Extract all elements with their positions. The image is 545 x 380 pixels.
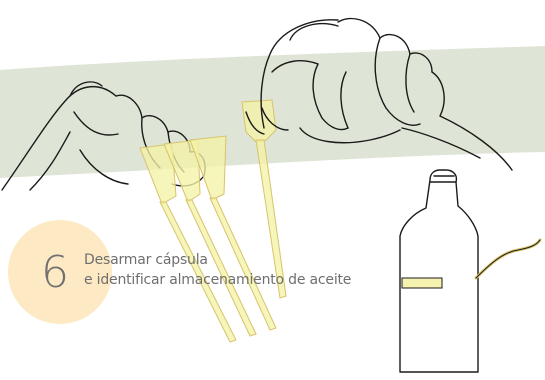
step-line-1: Desarmar cápsula: [84, 252, 208, 268]
step-circle: [8, 220, 112, 324]
right-hand: [245, 17, 513, 171]
capsule-piece: [163, 139, 257, 337]
capsule-piece: [189, 135, 277, 331]
capsule-piece: [139, 143, 237, 343]
oil-bottle: [399, 169, 479, 373]
step-description: Desarmar cápsula e identificar almacenam…: [84, 250, 351, 290]
oil-label-strip: [401, 277, 443, 289]
step-number: 6: [41, 247, 69, 298]
oil-tube: [401, 238, 542, 289]
capsule-piece: [241, 99, 287, 299]
step-line-2: e identificar almacenamiento de aceite: [84, 272, 352, 288]
capsule-pieces: [139, 99, 287, 343]
